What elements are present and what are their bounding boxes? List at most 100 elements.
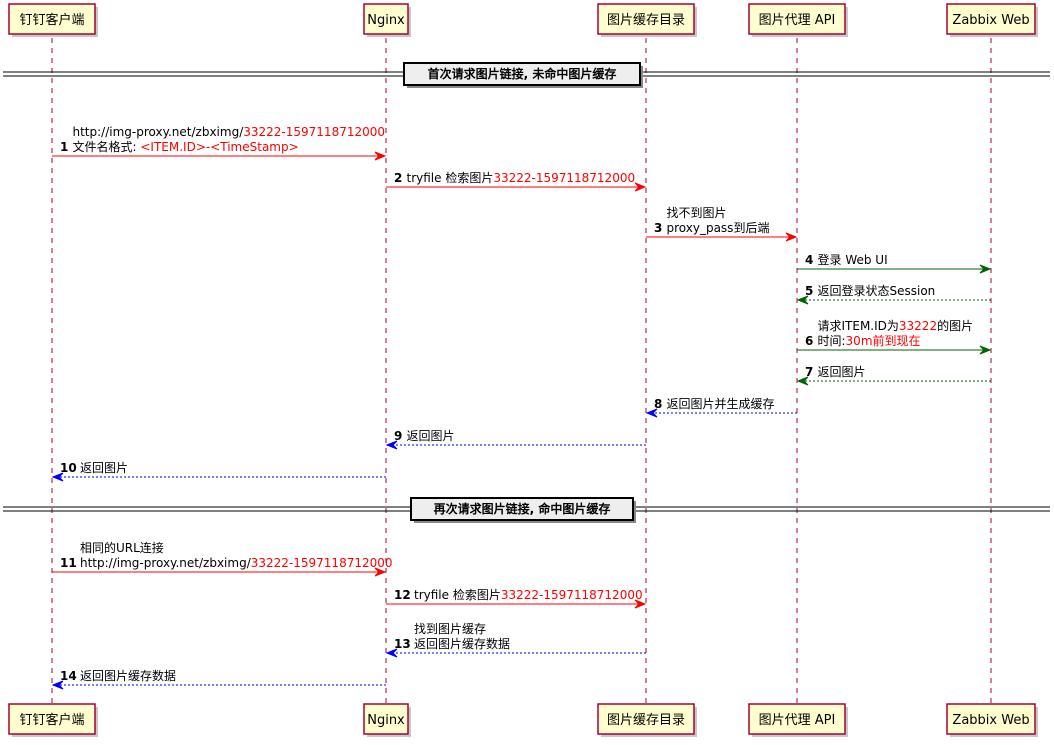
message-number: 8 (654, 397, 662, 411)
message-label-segment: 返回图片缓存数据 (80, 668, 176, 683)
message-arrow-head (374, 567, 387, 577)
message-8: 8 返回图片并生成缓存 (645, 397, 797, 418)
message-arrow-head (374, 151, 387, 161)
message-label-segment: 登录 Web UI (818, 252, 888, 267)
message-arrow-head (51, 680, 64, 690)
participant-label: 钉钉客户端 (19, 712, 84, 728)
message-label-segment: 33222-1597118712000 (501, 588, 643, 602)
message-label-segment: 返回登录状态Session (818, 283, 936, 298)
message-9: 9 返回图片 (385, 429, 646, 450)
message-number: 10 (60, 461, 77, 475)
message-label-line: 返回图片 (80, 461, 128, 475)
message-label-line: 请求ITEM.ID为33222的图片 (818, 318, 974, 333)
message-arrow-head (634, 599, 647, 609)
message-4: 4 登录 Web UI (797, 252, 992, 274)
message-label-segment: 返回图片缓存数据 (414, 636, 510, 651)
participant-label: 钉钉客户端 (19, 12, 84, 28)
participant-zabbix-top: Zabbix Web (946, 3, 1038, 37)
participant-box (946, 3, 1036, 35)
message-label-line: 返回图片并生成缓存 (667, 397, 775, 411)
message-label-line: 找到图片缓存 (414, 622, 486, 636)
lifelines (51, 38, 992, 703)
message-number: 4 (805, 253, 813, 267)
participant-nginx-bottom: Nginx (363, 703, 411, 737)
participant-box (597, 703, 695, 735)
participant-label: 图片代理 API (759, 13, 836, 28)
participant-label: 图片代理 API (759, 713, 836, 728)
message-label-segment: 时间: (818, 334, 846, 348)
divider-label: 首次请求图片链接, 未命中图片缓存 (428, 66, 617, 81)
participant-proxy-top: 图片代理 API (748, 3, 848, 37)
participant-label: 图片缓存目录 (607, 13, 685, 28)
participant-cache-bottom: 图片缓存目录 (597, 703, 697, 737)
participant-box (946, 703, 1036, 735)
participant-proxy-bottom: 图片代理 API (748, 703, 848, 737)
message-number: 9 (394, 429, 402, 443)
participant-box (748, 3, 846, 35)
participant-client-top: 钉钉客户端 (8, 3, 98, 37)
message-label-segment: 返回图片并生成缓存 (667, 397, 775, 411)
message-label-line: 返回图片缓存数据 (80, 668, 176, 683)
message-label-segment: <ITEM.ID>-<TimeStamp> (140, 140, 298, 154)
message-label-segment: proxy_pass到后端 (667, 221, 770, 235)
message-11: 11相同的URL连接http://img-proxy.net/zbximg/33… (52, 540, 393, 577)
message-label-segment: 返回图片 (818, 365, 866, 379)
message-1: 1http://img-proxy.net/zbximg/33222-15971… (52, 125, 387, 161)
message-number: 2 (394, 171, 402, 185)
participant-label: Zabbix Web (952, 713, 1029, 728)
divider-second: 再次请求图片链接, 命中图片缓存 (3, 497, 1050, 523)
message-label-line: 找不到图片 (667, 206, 727, 220)
message-label-line: 返回图片 (818, 365, 866, 379)
message-number: 12 (394, 588, 411, 602)
message-label-line: tryfile 检索图片33222-1597118712000 (414, 587, 643, 602)
participant-label: 图片缓存目录 (607, 713, 685, 728)
participant-box (597, 3, 695, 35)
message-number: 6 (805, 334, 813, 348)
message-label-segment: tryfile 检索图片 (414, 587, 501, 602)
message-label-line: tryfile 检索图片33222-1597118712000 (407, 170, 636, 185)
message-label-line: 返回图片 (407, 429, 455, 443)
message-label-line: 时间:30m前到现在 (818, 333, 921, 348)
message-arrow-head (796, 376, 809, 386)
message-label-segment: tryfile 检索图片 (407, 170, 494, 185)
message-number: 13 (394, 637, 411, 651)
message-number: 3 (654, 221, 662, 235)
message-arrow-head (51, 472, 64, 482)
divider-first: 首次请求图片链接, 未命中图片缓存 (3, 62, 1050, 88)
message-5: 5 返回登录状态Session (796, 283, 991, 305)
message-label-segment: 30m前到现在 (846, 333, 921, 348)
message-label-segment: http://img-proxy.net/zbximg/ (73, 125, 245, 139)
messages: 1http://img-proxy.net/zbximg/33222-15971… (51, 125, 992, 690)
message-arrow-head (979, 264, 992, 274)
message-label-line: proxy_pass到后端 (667, 221, 770, 235)
participant-box (363, 703, 409, 735)
divider-box (403, 62, 641, 86)
participant-zabbix-bottom: Zabbix Web (946, 703, 1038, 737)
divider-label: 再次请求图片链接, 命中图片缓存 (434, 501, 611, 516)
message-number: 14 (60, 669, 77, 683)
message-label-segment: 找到图片缓存 (414, 622, 486, 636)
participant-box (8, 703, 96, 735)
message-arrow-head (634, 182, 647, 192)
message-arrow-head (385, 648, 398, 658)
message-label-segment: 33222-1597118712000 (251, 556, 393, 570)
message-label-line: 文件名格式: <ITEM.ID>-<TimeStamp> (73, 139, 299, 154)
message-label-segment: 请求ITEM.ID为 (818, 319, 899, 333)
message-label-line: 登录 Web UI (818, 252, 888, 267)
participant-box (8, 3, 96, 35)
message-label-segment: http://img-proxy.net/zbximg/ (80, 556, 252, 570)
message-label-line: 返回登录状态Session (818, 283, 936, 298)
message-label-line: 相同的URL连接 (80, 540, 164, 555)
message-number: 11 (60, 556, 77, 570)
message-number: 5 (805, 284, 813, 298)
participant-client-bottom: 钉钉客户端 (8, 703, 98, 737)
message-label-segment: 返回图片 (80, 461, 128, 475)
divider-box (410, 497, 634, 521)
message-label-line: 返回图片缓存数据 (414, 636, 510, 651)
